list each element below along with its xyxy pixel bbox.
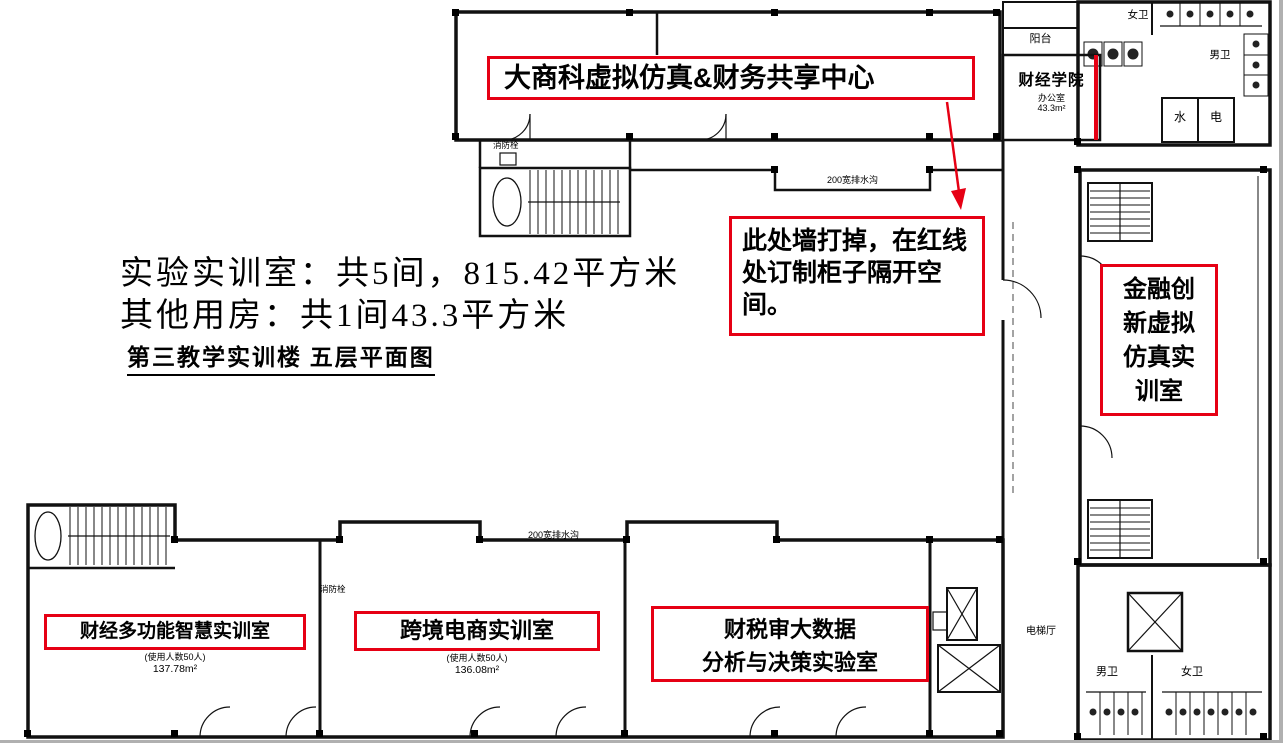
balcony-office-area bbox=[1001, 1, 1102, 142]
finance-school-area: 43.3m² bbox=[1037, 103, 1066, 114]
stats-line-2: 其他用房：共1间43.3平方米 bbox=[120, 298, 570, 334]
vertical-corridor bbox=[1001, 140, 1042, 540]
smart-training-area: 137.78m² bbox=[152, 663, 198, 675]
stairwell-right-bottom bbox=[1087, 499, 1153, 559]
finance-school-name: 财经学院 bbox=[1018, 72, 1085, 89]
smart-training-capacity: (使用人数50人) bbox=[144, 652, 206, 662]
stairwell-bottom-wing bbox=[34, 507, 170, 565]
room-label-finance-innovation-text: 金融创新虚拟仿真实训室 bbox=[1123, 276, 1195, 405]
toilet-fixtures-top bbox=[1087, 10, 1260, 89]
top-corridor bbox=[478, 140, 1003, 192]
hydrant-box-top bbox=[499, 152, 517, 166]
room-label-cross-border: 跨境电商实训室 bbox=[354, 611, 600, 651]
stairwell-top-wing bbox=[478, 166, 632, 238]
page-edge-right bbox=[1279, 0, 1283, 743]
big-data-line-2: 分析与决策实验室 bbox=[701, 650, 878, 675]
toilet-fixtures-bottom bbox=[1089, 708, 1257, 716]
elevator-shafts bbox=[932, 587, 1001, 693]
plan-title: 第三教学实训楼 五层平面图 bbox=[127, 338, 435, 376]
hydrant-label-top: 消防栓 bbox=[493, 140, 519, 150]
room-label-smart-training: 财经多功能智慧实训室 bbox=[44, 614, 306, 650]
note-box: 此处墙打掉，在红线处订制柜子隔开空间。 bbox=[729, 216, 985, 336]
toilet-block-top bbox=[1076, 0, 1272, 147]
wc-women-top-label: 女卫 bbox=[1127, 9, 1149, 21]
elevator-hall-label: 电梯厅 bbox=[1026, 626, 1056, 637]
top-wing bbox=[454, 10, 1002, 142]
wc-men-top-label: 男卫 bbox=[1209, 49, 1231, 61]
room-label-finance-innovation: 金融创新虚拟仿真实训室 bbox=[1100, 264, 1218, 416]
electric-room-label: 电 bbox=[1209, 110, 1222, 124]
red-partition-line bbox=[1094, 55, 1098, 140]
wc-women-bottom-label: 女卫 bbox=[1181, 666, 1203, 678]
big-data-line-1: 财税审大数据 bbox=[723, 617, 856, 642]
stairwell-right-top bbox=[1087, 182, 1153, 242]
columns bbox=[24, 9, 1267, 740]
wc-men-bottom-label: 男卫 bbox=[1096, 666, 1118, 678]
water-room-label: 水 bbox=[1173, 110, 1186, 124]
drain-label-top: 200宽排水沟 bbox=[826, 175, 879, 185]
room-label-big-data: 财税审大数据 分析与决策实验室 bbox=[651, 606, 929, 682]
finance-school-office: 办公室 bbox=[1037, 92, 1065, 103]
page-edge-bottom bbox=[0, 740, 1283, 743]
room-label-business-center: 大商科虚拟仿真&财务共享中心 bbox=[487, 56, 975, 100]
cross-border-capacity: (使用人数50人) bbox=[446, 653, 508, 663]
hydrant-label-bottom: 消防栓 bbox=[320, 584, 346, 594]
drain-label-bottom: 200宽排水沟 bbox=[527, 530, 580, 540]
stats-line-1: 实验实训室：共5间，815.42平方米 bbox=[120, 256, 681, 292]
annotation-arrow bbox=[945, 101, 966, 210]
cross-border-area: 136.08m² bbox=[454, 664, 500, 676]
finance-school-block: 财经学院 办公室 43.3m² bbox=[1003, 72, 1100, 114]
balcony-label: 阳台 bbox=[1029, 33, 1052, 45]
